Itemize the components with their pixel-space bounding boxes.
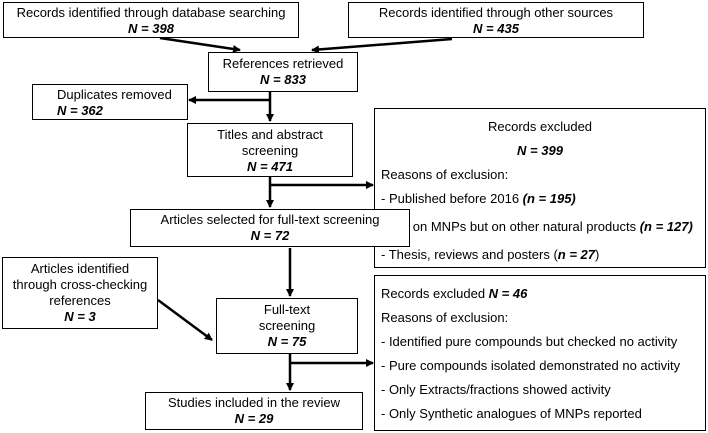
screening-line1: Titles and abstract xyxy=(217,127,323,142)
fulltext-count: N = 75 xyxy=(267,334,307,349)
excluded1-reason-2: - Not on MNPs but on other natural produ… xyxy=(381,219,693,234)
arrow-db-to-retrieved xyxy=(159,36,241,53)
arrow-other-to-retrieved xyxy=(311,37,453,54)
fulltext-line1: Full-text xyxy=(263,302,311,317)
cross-line2: through cross-checking xyxy=(12,277,148,292)
cross-line3: references xyxy=(49,293,111,308)
selected-count: N = 72 xyxy=(250,228,290,243)
box-records-excluded-2: Records excluded N = 46 Reasons of exclu… xyxy=(374,275,706,431)
box-fulltext-selected: Articles selected for full-text screenin… xyxy=(130,209,410,247)
excluded1-reason-3: - Thesis, reviews and posters (n = 27) xyxy=(381,247,600,262)
retrieved-label: References retrieved xyxy=(222,56,344,71)
selected-label: Articles selected for full-text screenin… xyxy=(160,212,380,227)
duplicates-count: N = 362 xyxy=(57,103,103,118)
excluded2-reasons-title: Reasons of exclusion: xyxy=(381,310,509,325)
box-fulltext-screening: Full-text screening N = 75 xyxy=(216,298,358,354)
excluded2-reason-1: - Identified pure compounds but checked … xyxy=(381,334,678,349)
excluded1-reasons-title: Reasons of exclusion: xyxy=(381,167,509,182)
arrow-cross-to-fulltext xyxy=(157,298,213,342)
excluded1-count: N = 399 xyxy=(517,143,563,158)
box-database-search: Records identified through database sear… xyxy=(3,2,299,38)
box-title-abstract-screening: Titles and abstract screening N = 471 xyxy=(187,123,353,177)
box-duplicates-removed: Duplicates removed N = 362 xyxy=(32,84,188,120)
excluded2-reason-4: - Only Synthetic analogues of MNPs repor… xyxy=(381,406,642,421)
box-cross-checking: Articles identified through cross-checki… xyxy=(2,257,158,329)
included-label: Studies included in the review xyxy=(168,395,340,410)
screening-line2: screening xyxy=(241,143,299,158)
box-studies-included: Studies included in the review N = 29 xyxy=(145,392,363,430)
box-other-sources: Records identified through other sources… xyxy=(348,2,644,38)
db-search-count: N = 398 xyxy=(128,21,174,36)
excluded2-reason-3: - Only Extracts/fractions showed activit… xyxy=(381,382,611,397)
box-references-retrieved: References retrieved N = 833 xyxy=(208,52,358,92)
cross-count: N = 3 xyxy=(64,309,96,324)
cross-line1: Articles identified xyxy=(30,261,130,276)
excluded1-reason-1: - Published before 2016 (n = 195) xyxy=(381,191,576,206)
screening-count: N = 471 xyxy=(247,159,293,174)
fulltext-line2: screening xyxy=(258,318,316,333)
db-search-label: Records identified through database sear… xyxy=(16,5,286,20)
other-sources-count: N = 435 xyxy=(473,21,519,36)
excluded1-title: Records excluded xyxy=(487,119,593,134)
other-sources-label: Records identified through other sources xyxy=(378,5,614,20)
duplicates-label: Duplicates removed xyxy=(57,87,172,102)
included-count: N = 29 xyxy=(234,411,274,426)
excluded2-reason-2: - Pure compounds isolated demonstrated n… xyxy=(381,358,681,373)
excluded2-title-row: Records excluded N = 46 xyxy=(381,286,528,301)
retrieved-count: N = 833 xyxy=(260,72,306,87)
box-records-excluded-1: Records excluded N = 399 Reasons of excl… xyxy=(374,108,706,268)
